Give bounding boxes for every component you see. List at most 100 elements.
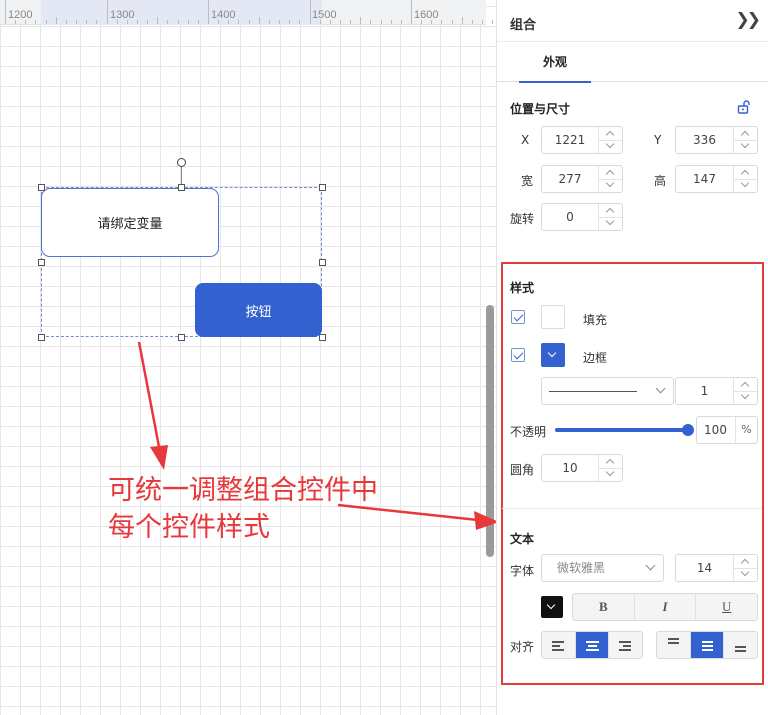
y-input[interactable]: 336 xyxy=(675,126,758,154)
ruler-tick xyxy=(482,20,484,24)
ruler-tick xyxy=(441,20,443,24)
chevron-down-icon xyxy=(546,600,556,610)
horizontal-ruler: 1200 1300 1400 1500 1600 xyxy=(0,0,494,25)
radius-label: 圆角 xyxy=(510,463,535,477)
ruler-tick xyxy=(45,20,47,24)
resize-handle-s[interactable] xyxy=(178,334,185,341)
radius-stepper[interactable] xyxy=(598,455,622,481)
x-stepper[interactable] xyxy=(598,127,622,153)
button-widget-label: 按钮 xyxy=(245,304,272,320)
opacity-label: 不透明 xyxy=(510,425,547,439)
radius-input[interactable]: 10 xyxy=(541,454,623,482)
ruler-tick xyxy=(309,0,311,24)
align-left-button[interactable] xyxy=(542,632,576,658)
x-value: 1221 xyxy=(554,133,586,147)
align-right-button[interactable] xyxy=(609,632,642,658)
border-width-stepper[interactable] xyxy=(733,378,757,404)
underline-button[interactable]: U xyxy=(721,599,732,614)
rotate-handle-line xyxy=(181,167,182,187)
ruler-tick xyxy=(96,20,98,24)
y-stepper[interactable] xyxy=(733,127,757,153)
ruler-tick xyxy=(167,20,169,24)
resize-handle-se[interactable] xyxy=(319,334,326,341)
panel-title: 组合 xyxy=(510,18,537,33)
button-widget[interactable]: 按钮 xyxy=(195,283,322,337)
ruler-tick-label: 1500 xyxy=(312,9,337,21)
highlight-frame xyxy=(501,262,764,685)
align-center-button[interactable] xyxy=(575,632,610,658)
opacity-slider-fill xyxy=(555,428,688,432)
bold-button[interactable]: B xyxy=(573,594,635,620)
collapse-panel-icon[interactable]: ❯❯ xyxy=(735,10,761,30)
resize-handle-ne[interactable] xyxy=(319,184,326,191)
width-input[interactable]: 277 xyxy=(541,165,623,193)
unlock-icon[interactable] xyxy=(737,100,751,114)
align-bottom-button[interactable] xyxy=(724,632,757,658)
ruler-tick xyxy=(370,20,372,24)
fill-color-swatch[interactable] xyxy=(541,305,565,329)
ruler-tick xyxy=(411,0,412,24)
opacity-slider-knob[interactable] xyxy=(682,424,694,436)
resize-handle-n[interactable] xyxy=(178,184,185,191)
fill-checkbox[interactable] xyxy=(511,310,525,324)
x-input[interactable]: 1221 xyxy=(541,126,623,154)
opacity-slider-track[interactable] xyxy=(555,424,694,436)
ruler-tick xyxy=(390,20,392,24)
ruler-tick xyxy=(5,0,6,24)
border-style-select[interactable] xyxy=(541,377,674,405)
align-middle-button[interactable] xyxy=(690,632,725,658)
width-value: 277 xyxy=(558,172,582,186)
ruler-tick xyxy=(350,20,352,24)
align-label: 对齐 xyxy=(510,640,535,654)
border-width-input[interactable]: 1 xyxy=(675,377,758,405)
align-top-button[interactable] xyxy=(657,632,691,658)
border-checkbox[interactable] xyxy=(511,348,525,362)
font-size-stepper[interactable] xyxy=(733,555,757,581)
ruler-tick xyxy=(177,20,179,24)
annotation-text: 可统一调整组合控件中 每个控件样式 xyxy=(108,472,378,546)
rotation-stepper[interactable] xyxy=(598,204,622,230)
font-label: 字体 xyxy=(510,564,535,578)
ruler-tick xyxy=(35,20,37,24)
vertical-scrollbar[interactable] xyxy=(486,305,494,557)
ruler-tick xyxy=(76,20,78,24)
design-canvas[interactable]: 1200 1300 1400 1500 1600 请绑定变量 按钮 可统一调整组… xyxy=(0,0,496,715)
rotation-input[interactable]: 0 xyxy=(541,203,623,231)
text-color-swatch[interactable] xyxy=(541,596,563,618)
ruler-tick xyxy=(451,20,453,24)
font-size-input[interactable]: 14 xyxy=(675,554,758,582)
ruler-tick xyxy=(197,20,199,24)
chevron-down-icon xyxy=(655,383,666,394)
rotate-handle[interactable] xyxy=(177,158,186,167)
height-stepper[interactable] xyxy=(733,166,757,192)
italic-button[interactable]: I xyxy=(635,594,697,620)
ruler-selection-highlight xyxy=(41,0,322,25)
ruler-tick xyxy=(268,20,270,24)
opacity-input[interactable]: 100 % xyxy=(696,416,758,444)
variable-text-widget[interactable]: 请绑定变量 xyxy=(41,188,219,257)
font-family-value: 微软雅黑 xyxy=(557,561,606,575)
ruler-tick xyxy=(25,20,27,24)
width-stepper[interactable] xyxy=(598,166,622,192)
border-width-value: 1 xyxy=(700,384,709,398)
style-section-title: 样式 xyxy=(510,281,535,295)
font-family-select[interactable]: 微软雅黑 xyxy=(541,554,664,582)
fill-label: 填充 xyxy=(583,313,608,327)
height-input[interactable]: 147 xyxy=(675,165,758,193)
height-label: 高 xyxy=(654,174,667,188)
resize-handle-e[interactable] xyxy=(319,259,326,266)
tab-appearance[interactable]: 外观 xyxy=(519,42,591,83)
border-color-swatch[interactable] xyxy=(541,343,565,367)
ruler-tick xyxy=(136,20,138,24)
ruler-tick xyxy=(86,20,88,24)
opacity-value: 100 xyxy=(704,423,727,437)
resize-handle-w[interactable] xyxy=(38,259,45,266)
ruler-tick xyxy=(400,20,402,24)
ruler-tick xyxy=(492,20,494,24)
ruler-tick xyxy=(299,20,301,24)
width-label: 宽 xyxy=(521,174,534,188)
resize-handle-nw[interactable] xyxy=(38,184,45,191)
ruler-tick xyxy=(15,20,17,24)
properties-panel: 组合 ❯❯ 外观 位置与尺寸 X 1221 Y 336 宽 277 高 147 … xyxy=(496,0,768,715)
resize-handle-sw[interactable] xyxy=(38,334,45,341)
